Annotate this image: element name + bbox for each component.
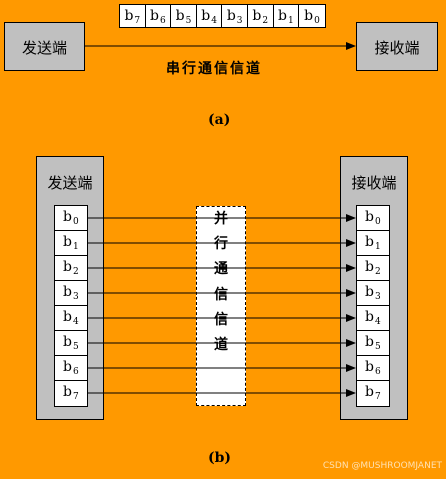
receiver-bit-cell: b4 <box>357 306 389 331</box>
parallel-channel-char: 道 <box>214 336 228 353</box>
receiver-bit-cell: b6 <box>357 356 389 381</box>
receiver-bit-cell: b2 <box>357 256 389 281</box>
sender-bit-cell: b0 <box>55 206 87 231</box>
bit-index: 1 <box>287 16 294 26</box>
sender-bit-cell: b3 <box>55 281 87 306</box>
bit-letter: b <box>365 234 374 250</box>
bit-index: 1 <box>374 242 381 252</box>
serial-bit-cell: b6 <box>146 5 172 27</box>
bit-letter: b <box>365 334 374 350</box>
bit-letter: b <box>63 334 72 350</box>
receiver-bit-cell: b5 <box>357 331 389 356</box>
serial-receiver-box: 接收端 <box>356 22 438 71</box>
parallel-channel-char: 行 <box>214 236 228 253</box>
bit-index: 4 <box>211 16 217 26</box>
bit-index: 0 <box>374 217 381 227</box>
bit-letter: b <box>278 8 287 24</box>
parallel-receiver-label: 接收端 <box>351 174 397 192</box>
bit-letter: b <box>124 8 134 24</box>
bit-index: 7 <box>374 392 381 402</box>
bit-index: 6 <box>72 367 79 377</box>
bit-index: 3 <box>236 16 243 26</box>
bit-letter: b <box>365 309 374 325</box>
bit-letter: b <box>175 8 185 24</box>
bit-letter: b <box>365 209 374 225</box>
receiver-bit-cell: b7 <box>357 381 389 406</box>
caption-b: (b) <box>208 450 232 466</box>
bit-index: 5 <box>374 342 381 352</box>
sender-bit-cell: b5 <box>55 331 87 356</box>
bit-letter: b <box>63 309 72 325</box>
serial-bit-cell: b2 <box>248 5 274 27</box>
bit-letter: b <box>252 8 262 24</box>
bit-index: 5 <box>72 342 79 352</box>
watermark: CSDN @MUSHROOMJANET <box>322 461 442 471</box>
parallel-sender-label: 发送端 <box>47 174 93 192</box>
serial-bit-cell: b4 <box>197 5 223 27</box>
parallel-channel-char: 信 <box>214 286 228 303</box>
bit-index: 7 <box>72 392 79 402</box>
bit-letter: b <box>365 359 374 375</box>
receiver-bit-cell: b0 <box>357 206 389 231</box>
serial-sender-label: 发送端 <box>21 39 67 57</box>
bit-index: 4 <box>374 317 381 327</box>
serial-bit-cell: b3 <box>222 5 248 27</box>
bit-index: 0 <box>314 16 320 26</box>
bit-index: 0 <box>72 217 79 227</box>
bit-letter: b <box>365 259 374 275</box>
serial-bit-cell: b1 <box>274 5 300 27</box>
bit-index: 2 <box>72 267 79 277</box>
bit-letter: b <box>63 209 72 225</box>
sender-bit-cell: b1 <box>55 231 87 256</box>
serial-bit-cell: b0 <box>299 5 325 27</box>
serial-bit-cell: b7 <box>120 5 146 27</box>
bit-index: 6 <box>374 367 381 377</box>
bit-letter: b <box>63 259 72 275</box>
parallel-channel-char: 通 <box>214 261 228 278</box>
bit-index: 2 <box>262 16 269 26</box>
sender-bit-cell: b6 <box>55 356 87 381</box>
sender-bit-cell: b2 <box>55 256 87 281</box>
bit-letter: b <box>63 284 72 300</box>
bit-index: 1 <box>72 242 79 252</box>
bit-letter: b <box>304 8 314 24</box>
parallel-channel: 并行通信信道 <box>196 206 246 406</box>
bit-letter: b <box>63 234 72 250</box>
bit-index: 6 <box>160 16 166 26</box>
bit-index: 3 <box>72 292 79 302</box>
bit-letter: b <box>365 284 374 300</box>
bit-letter: b <box>63 359 72 375</box>
serial-sender-box: 发送端 <box>4 22 85 71</box>
bit-index: 3 <box>374 292 381 302</box>
sender-bit-cell: b7 <box>55 381 87 406</box>
bit-letter: b <box>226 8 236 24</box>
bit-letter: b <box>63 384 72 400</box>
bit-letter: b <box>365 384 374 400</box>
receiver-bit-cell: b1 <box>357 231 389 256</box>
serial-bit-cell: b5 <box>171 5 197 27</box>
parallel-channel-char: 信 <box>214 311 228 328</box>
bit-index: 2 <box>374 267 381 277</box>
serial-channel-label: 串行通信信道 <box>166 61 262 77</box>
bit-letter: b <box>150 8 159 24</box>
receiver-bit-cell: b3 <box>357 281 389 306</box>
sender-bit-cell: b4 <box>55 306 87 331</box>
bit-letter: b <box>201 8 211 24</box>
caption-a: (a) <box>208 112 231 128</box>
parallel-channel-char: 并 <box>214 211 228 227</box>
bit-index: 5 <box>185 16 192 26</box>
serial-receiver-label: 接收端 <box>374 39 420 57</box>
bit-index: 4 <box>72 317 79 327</box>
bit-index: 7 <box>134 16 141 26</box>
